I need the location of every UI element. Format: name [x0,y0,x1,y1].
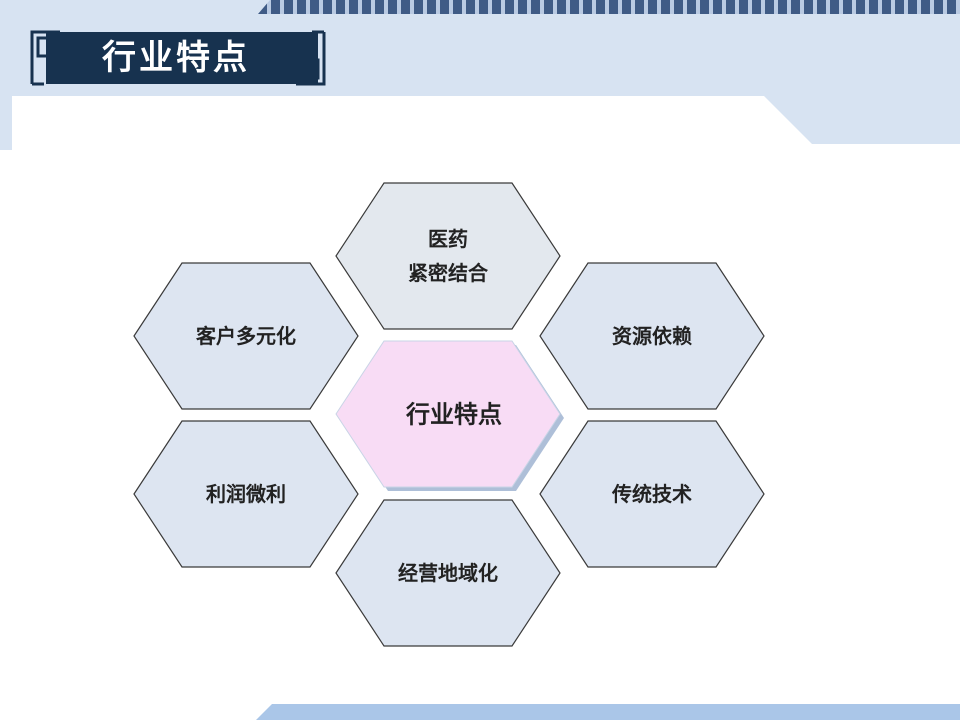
hexagon-upper-right: 资源依赖 [539,262,765,410]
hexagon-shape [133,262,359,410]
title-corner-right-icon [296,30,326,86]
hexagon-label: 医药 [428,227,468,251]
title-corner-left-icon [30,30,60,86]
hexagon-label: 行业特点 [405,401,502,429]
slide-title-box: 行业特点 [26,28,330,88]
hexagon-center: 行业特点 [335,340,564,491]
hexagon-lower-right: 传统技术 [539,420,765,568]
hexagon-upper-left: 客户多元化 [133,262,359,410]
top-decorative-strip [258,0,960,14]
hexagon-label: 利润微利 [206,482,286,506]
hexagon-lower-left: 利润微利 [133,420,359,568]
hexagon-shape [133,420,359,568]
hexagon-shape [539,262,765,410]
bottom-decorative-strip [256,704,960,720]
hexagon-shape [539,420,765,568]
title-plate [46,32,318,84]
hexagon-label: 资源依赖 [612,324,692,348]
hexagon-shape [335,182,561,330]
hexagon-label: 传统技术 [611,482,692,506]
hexagon-shape [335,499,561,647]
hexagon-label: 经营地域化 [398,561,498,585]
hexagon-label: 客户多元化 [195,324,296,348]
hexagon-shape [335,340,561,488]
slide-title: 行业特点 [102,38,250,78]
hexagon-label: 紧密结合 [408,261,489,285]
hexagon-bottom: 经营地域化 [335,499,561,647]
